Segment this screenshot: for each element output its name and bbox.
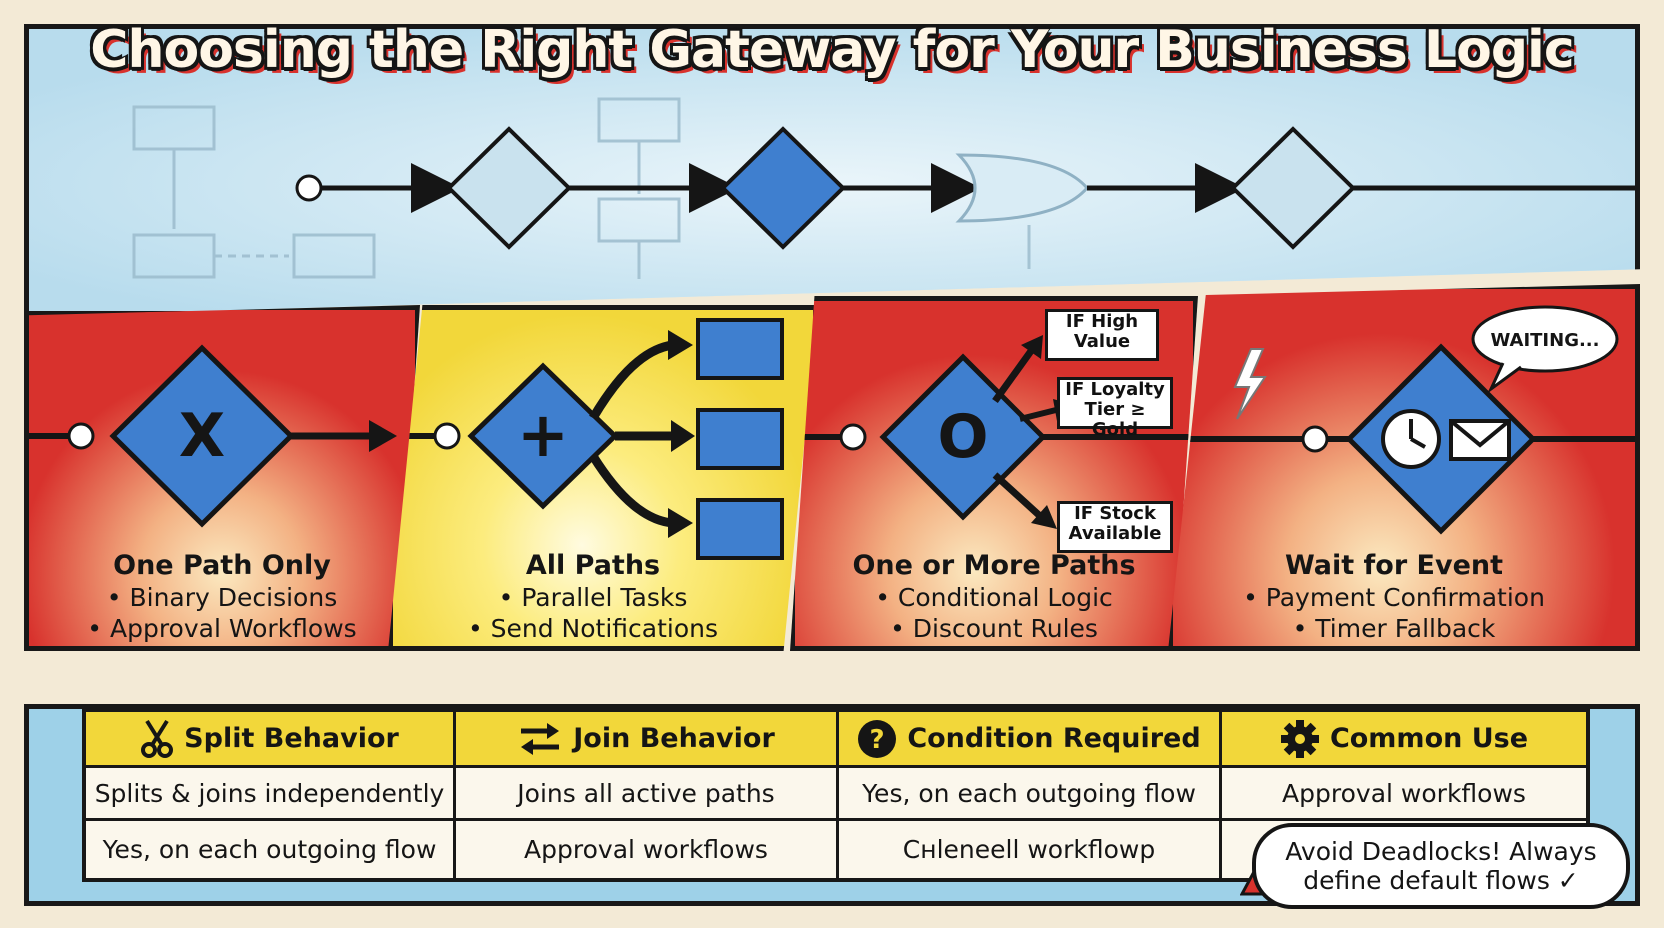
gateway-bullet: • Approval Workflows <box>87 614 357 643</box>
gateway-heading: One Path Only <box>113 550 331 581</box>
gateway-caption: Wait for Event • Payment Confirmation • … <box>1173 550 1625 644</box>
page-title: Choosing the Right Gateway for Your Busi… <box>90 20 1574 80</box>
envelope-icon <box>1449 419 1511 461</box>
table-header-label: Split Behavior <box>184 723 399 754</box>
gateway-heading: All Paths <box>525 550 661 581</box>
gateway-symbol: + <box>517 398 569 471</box>
gateway-bullet: • Payment Confirmation <box>1243 583 1545 612</box>
card-parallel-gateway: + All Paths • Parallel Tasks • Send Noti… <box>388 305 818 651</box>
gateway-diamond <box>879 353 1047 521</box>
exclusive-gateway-figure: X <box>29 344 397 528</box>
start-event <box>839 423 867 451</box>
or-gate-shape <box>955 153 1089 223</box>
warning-line: Avoid Deadlocks! Always <box>1285 837 1597 866</box>
swap-arrows-icon <box>521 722 560 755</box>
gateway-caption: One or More Paths • Conditional Logic • … <box>795 550 1193 644</box>
gateway-heading: Wait for Event <box>1284 550 1504 581</box>
task-box <box>696 408 784 470</box>
gateway-diamond-light <box>446 126 572 250</box>
card-inclusive-gateway: O IF High Value IF Loyalty Tier ≥ Gold I… <box>790 296 1198 651</box>
task-box <box>696 318 784 380</box>
gateway-heading: One or More Paths <box>852 550 1136 581</box>
parallel-gateway-figure: + <box>393 318 784 560</box>
lightning-icon <box>1233 348 1267 420</box>
scissors-icon <box>141 719 174 758</box>
gateway-bullet: • Timer Fallback <box>1292 614 1496 643</box>
process-banner <box>24 24 1640 316</box>
gateway-diamond-end <box>1230 126 1356 250</box>
deadlock-warning: Avoid Deadlocks! Always define default f… <box>1252 823 1630 909</box>
gateway-bullet: • Discount Rules <box>890 614 1098 643</box>
table-header-label: Join Behavior <box>573 723 775 754</box>
table-header: Split Behavior <box>86 712 456 768</box>
table-header: Common Use <box>1222 712 1586 768</box>
table-cell: Approval workflows <box>1222 768 1586 821</box>
table-header-label: Condition Required <box>907 723 1201 754</box>
gear-icon <box>1280 719 1319 758</box>
question-icon: ? <box>858 719 897 758</box>
card-event-gateway: WAITING... Wait for Event • Payment Conf… <box>1168 284 1640 651</box>
table-cell: Yes, on each outgoing flow <box>86 821 456 878</box>
gateway-caption: One Path Only • Binary Decisions • Appro… <box>29 550 415 644</box>
start-event <box>1301 425 1329 453</box>
table-cell: Splits & joins independently <box>86 768 456 821</box>
waiting-text: WAITING... <box>1490 330 1599 351</box>
gateway-bullet: • Binary Decisions <box>106 583 338 612</box>
process-flow-diagram <box>29 29 1635 311</box>
comparison-table: Split Behavior Join Behavior ? Condition… <box>82 708 1590 882</box>
table-header: ? Condition Required <box>839 712 1222 768</box>
event-gateway-figure: WAITING... <box>1173 305 1635 535</box>
svg-text:?: ? <box>870 725 885 755</box>
faint-boxes <box>132 97 1031 279</box>
speech-bubble <box>1471 305 1619 373</box>
gateway-symbol: X <box>179 401 225 471</box>
card-exclusive-gateway: X One Path Only • Binary Decisions • App… <box>24 305 420 651</box>
table-cell: Cнleneell workflowp <box>839 821 1222 878</box>
inclusive-gateway-figure: O <box>795 335 1193 529</box>
task-box <box>696 498 784 560</box>
condition-callout: IF Stock Available <box>1057 501 1173 553</box>
table-cell: Approval workflows <box>456 821 839 878</box>
table-header-label: Common Use <box>1329 723 1529 754</box>
gateway-caption: All Paths • Parallel Tasks • Send Notifi… <box>393 550 803 644</box>
start-event <box>295 174 323 202</box>
gateway-diamond-blue <box>720 126 846 250</box>
table-cell: Joins all active paths <box>456 768 839 821</box>
condition-callout: IF High Value <box>1045 309 1159 361</box>
condition-callout: IF Loyalty Tier ≥ Gold <box>1057 377 1173 440</box>
gateway-bullet: • Conditional Logic <box>875 583 1113 612</box>
gateway-symbol: O <box>937 402 988 472</box>
gateway-diamond <box>109 344 295 528</box>
gateway-bullet: • Parallel Tasks <box>498 583 688 612</box>
warning-line: define default flows ✓ <box>1303 866 1579 895</box>
table-header: Join Behavior <box>456 712 839 768</box>
start-event <box>67 422 95 450</box>
gateway-bullet: • Send Notifications <box>467 614 719 643</box>
table-cell: Yes, on each outgoing flow <box>839 768 1222 821</box>
clock-icon <box>1381 409 1441 469</box>
start-event <box>433 422 461 450</box>
